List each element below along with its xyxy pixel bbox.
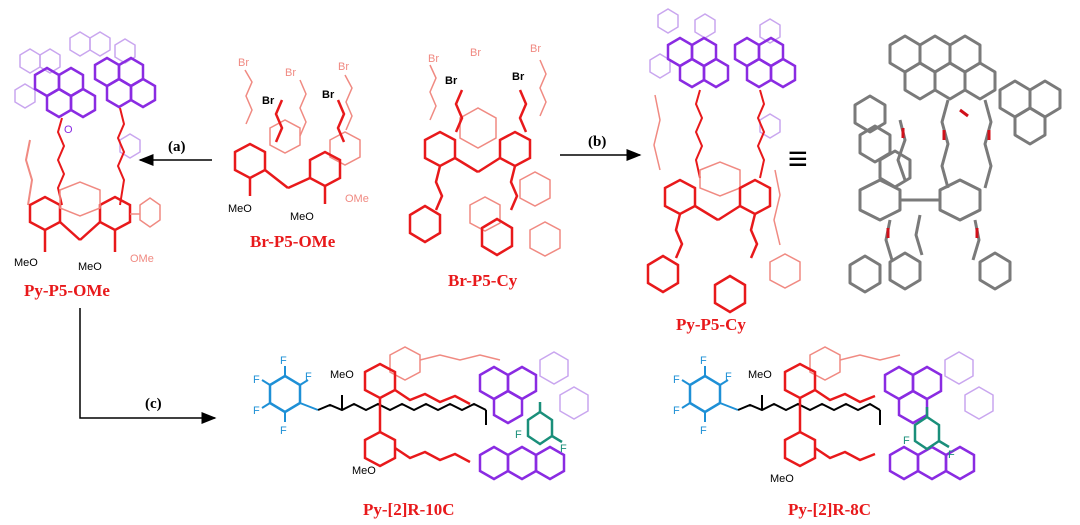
step-label-b: (b) — [588, 134, 606, 150]
step-label-c: (c) — [145, 396, 162, 412]
br-p5-ome-br-1: Br — [238, 57, 249, 69]
br-p5-cy-br-5: Br — [512, 71, 525, 83]
crystal-structure-model — [848, 34, 1062, 294]
br-p5-ome-structure: Br Br Br Br Br MeO MeO OMe — [228, 57, 369, 223]
r10c-f-3: F — [305, 371, 312, 383]
br-p5-ome-meo-center: MeO — [290, 211, 314, 223]
br-p5-ome-ome-faded: OMe — [345, 193, 369, 205]
compound-label-py-p5-ome: Py-P5-OMe — [24, 281, 110, 300]
step-label-a: (a) — [168, 139, 186, 155]
py-p5-ome-meo-left: MeO — [14, 257, 38, 269]
py-2r-10c-structure: F F F F F MeO MeO — [253, 346, 589, 481]
py-2r-8c-structure: F F F F F MeO MeO — [673, 346, 994, 485]
r10c-meo-top: MeO — [330, 369, 354, 381]
crystal-oxygen-atoms — [886, 108, 991, 238]
br-p5-ome-meo-left: MeO — [228, 203, 252, 215]
compound-label-py-2r-8c: Py-[2]R-8C — [788, 500, 871, 519]
py-p5-ome-oxygen: O — [64, 124, 73, 136]
py-p5-ome-ome-faded: OMe — [130, 253, 154, 265]
br-p5-ome-br-4: Br — [262, 95, 275, 107]
r8c-f-5: F — [700, 425, 707, 437]
py-p5-ome-meo-center: MeO — [78, 261, 102, 273]
br-p5-cy-br-1: Br — [428, 53, 439, 65]
br-p5-ome-br-2: Br — [285, 67, 296, 79]
r8c-f-teal-1: F — [903, 435, 910, 447]
r10c-f-2: F — [253, 374, 260, 386]
r10c-f-teal-2: F — [560, 443, 567, 455]
r10c-f-teal-1: F — [515, 429, 522, 441]
br-p5-ome-br-5: Br — [322, 89, 335, 101]
compound-label-py-p5-cy: Py-P5-Cy — [676, 315, 746, 334]
py-p5-cy-structure — [646, 8, 801, 314]
br-p5-cy-structure: Br Br Br Br Br — [408, 43, 561, 257]
br-p5-cy-br-3: Br — [530, 43, 541, 55]
compound-label-br-p5-ome: Br-P5-OMe — [250, 232, 336, 251]
r10c-f-5: F — [280, 425, 287, 437]
compound-label-py-2r-10c: Py-[2]R-10C — [363, 500, 455, 519]
compound-label-br-p5-cy: Br-P5-Cy — [448, 271, 518, 290]
br-p5-cy-br-4: Br — [445, 75, 458, 87]
r8c-f-1: F — [700, 355, 707, 367]
py-p5-ome-structure: MeO MeO OMe O — [14, 31, 161, 273]
r10c-meo-bottom: MeO — [352, 465, 376, 477]
r8c-f-3: F — [725, 371, 732, 383]
equivalence-sign: ≡ — [788, 140, 808, 178]
br-p5-cy-br-2: Br — [470, 47, 481, 59]
r8c-meo-bottom: MeO — [770, 473, 794, 485]
r8c-f-4: F — [673, 405, 680, 417]
r10c-f-4: F — [253, 405, 260, 417]
r8c-meo-top: MeO — [748, 369, 772, 381]
br-p5-ome-br-3: Br — [338, 61, 349, 73]
r8c-f-teal-2: F — [948, 449, 955, 461]
arrow-step-c — [79, 308, 217, 424]
r10c-f-1: F — [280, 355, 287, 367]
r8c-f-2: F — [673, 374, 680, 386]
